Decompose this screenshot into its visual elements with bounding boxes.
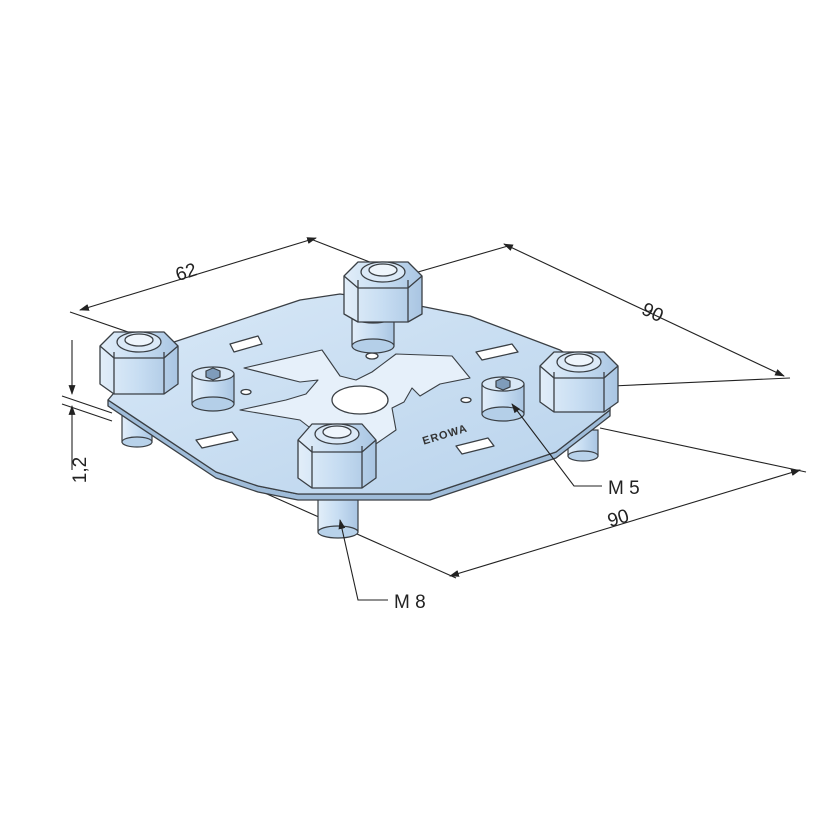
dim-90-right-label: 90 <box>638 299 666 327</box>
dim-62-label: 62 <box>173 260 200 287</box>
slot-bottom-left <box>195 431 239 449</box>
hex-nut-back <box>343 261 423 323</box>
callout-m8: M 8 <box>394 592 426 613</box>
slot-top-right <box>475 343 519 361</box>
slot-bottom-right <box>455 437 495 455</box>
callout-m5: M 5 <box>608 478 640 499</box>
callout-leaders <box>338 403 602 601</box>
cap-screw-right <box>481 376 525 422</box>
hex-nut-right <box>539 351 619 413</box>
dim-90-bottom-label: 90 <box>605 506 631 532</box>
plate <box>107 293 613 501</box>
small-hole-top <box>365 352 379 360</box>
small-hole-left <box>240 388 252 396</box>
small-hole-right <box>460 396 472 404</box>
hex-nut-front <box>297 423 377 489</box>
cap-screw-left <box>191 366 235 412</box>
dim-thickness-label: 1,2 <box>70 457 91 483</box>
hex-nut-left <box>99 331 179 395</box>
slot-top-left <box>229 335 263 353</box>
dimension-lines <box>61 237 807 579</box>
center-hole <box>331 385 389 415</box>
hex-nuts <box>99 261 619 489</box>
